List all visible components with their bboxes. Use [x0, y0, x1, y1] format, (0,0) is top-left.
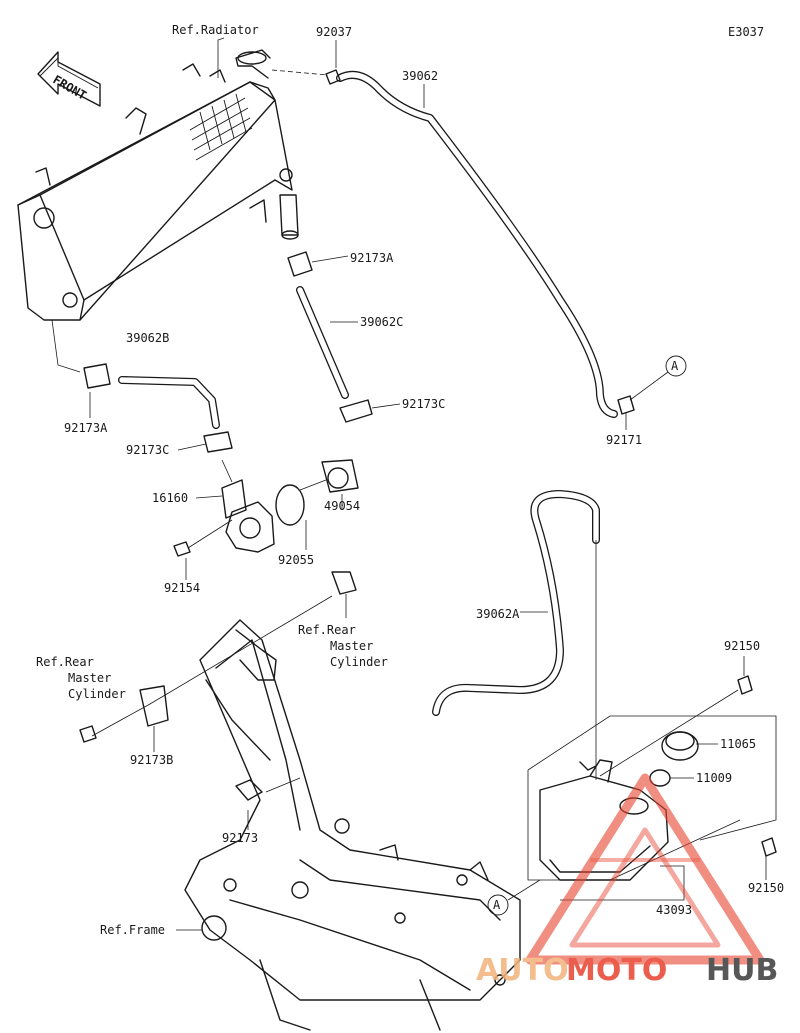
label-92055: 92055: [278, 553, 314, 567]
connector-a-bottom-label: A: [493, 898, 501, 912]
cap-11065-top: [665, 731, 695, 751]
clamp-92173: [235, 779, 263, 801]
clip-92037: [325, 69, 341, 85]
label-43093: 43093: [656, 903, 692, 917]
label-92173C-right: 92173C: [402, 397, 445, 411]
connector-a-top-label: A: [671, 359, 679, 373]
label-49054: 49054: [324, 499, 360, 513]
label-92037: 92037: [316, 25, 352, 39]
leader-radiator-to-clamp: [51, 319, 81, 373]
svg-text:Ref.Rear: Ref.Rear: [36, 655, 94, 669]
label-39062A: 39062A: [476, 607, 520, 621]
label-11009: 11009: [696, 771, 732, 785]
label-ref-rear-master-right: Ref.Rear Master Cylinder: [298, 623, 388, 669]
clamp-92173A-top: [287, 251, 313, 277]
leader-bolt-left: [91, 703, 151, 737]
watermark-moto: MOTO: [566, 953, 667, 988]
bracket-rear-right: [331, 571, 357, 595]
label-39062: 39062: [402, 69, 438, 83]
label-11065: 11065: [720, 737, 756, 751]
label-39062B: 39062B: [126, 331, 169, 345]
label-92154: 92154: [164, 581, 200, 595]
hose-39062C: [296, 286, 349, 399]
hose-39062A: [432, 490, 600, 716]
leader-43093: [560, 865, 685, 901]
label-92150-right: 92150: [748, 881, 784, 895]
connector-a-bottom: [487, 894, 509, 916]
frame: [184, 619, 521, 1031]
label-92173A-top: 92173A: [350, 251, 394, 265]
svg-text:Master: Master: [330, 639, 373, 653]
leader-92037-dashed: [271, 69, 329, 76]
bolt-left: [79, 725, 97, 743]
label-92173: 92173: [222, 831, 258, 845]
tank-outline-lower: [527, 770, 741, 881]
front-arrow-icon: FRONT: [37, 51, 101, 107]
o-ring-92055: [275, 484, 305, 526]
label-leaders: [89, 37, 767, 931]
label-ref-frame: Ref.Frame: [100, 923, 165, 937]
svg-text:Cylinder: Cylinder: [330, 655, 388, 669]
clamp-92173C-left: [203, 431, 233, 453]
svg-text:Cylinder: Cylinder: [68, 687, 126, 701]
radiator-assembly: [17, 49, 299, 321]
label-ref-radiator: Ref.Radiator: [172, 23, 259, 37]
watermark-auto: AUTO: [476, 953, 569, 988]
leader-rear-line: [149, 595, 333, 705]
diagram-code: E3037: [728, 25, 764, 39]
thermostat-housing: [173, 459, 275, 557]
watermark-hub: HUB: [706, 953, 778, 988]
leader-connector-a-bottom: [507, 879, 541, 901]
label-92173C-left: 92173C: [126, 443, 169, 457]
svg-text:Master: Master: [68, 671, 111, 685]
clamp-92173A-left: [83, 363, 111, 389]
svg-text:Ref.Rear: Ref.Rear: [298, 623, 356, 637]
label-92171: 92171: [606, 433, 642, 447]
front-label: FRONT: [51, 72, 89, 102]
label-92150-top: 92150: [724, 639, 760, 653]
thermostat-49054: [299, 459, 359, 493]
bolt-92150-top: [737, 675, 753, 695]
hose-39062: [336, 71, 618, 418]
clip-92171: [617, 395, 635, 415]
label-16160: 16160: [152, 491, 188, 505]
leader-92173: [265, 777, 301, 793]
watermark-logo: AUTO MOTO HUB: [476, 773, 778, 988]
label-39062C: 39062C: [360, 315, 403, 329]
leader-connector-a-top: [629, 371, 669, 401]
connector-a-top: [665, 355, 687, 377]
tank-outline: [527, 715, 777, 841]
label-92173A-left: 92173A: [64, 421, 108, 435]
bracket-92173B: [139, 685, 169, 727]
leader-bolt-top: [599, 689, 739, 777]
label-92173B: 92173B: [130, 753, 173, 767]
bolt-92150-right: [761, 837, 777, 857]
label-ref-rear-master-left: Ref.Rear Master Cylinder: [36, 655, 126, 701]
hose-39062B: [118, 376, 220, 429]
clamp-92173C-right: [339, 399, 373, 423]
